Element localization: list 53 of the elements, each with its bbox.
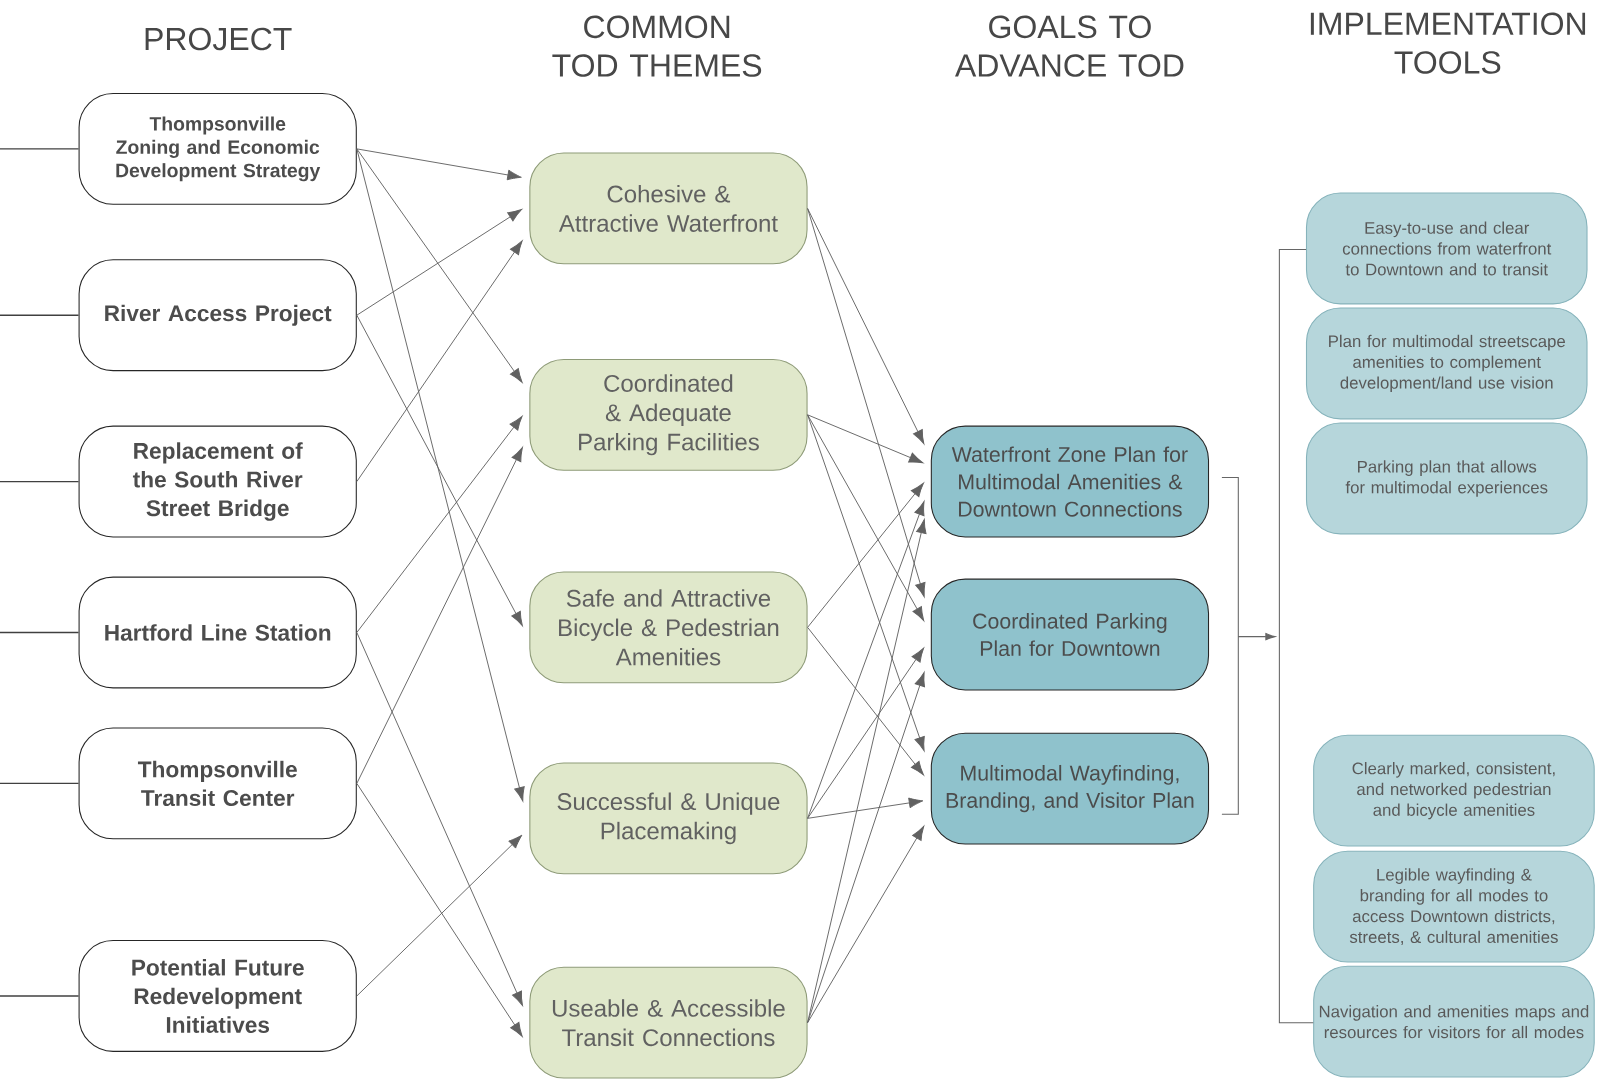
goal-box: Coordinated Parking Plan for Downtown — [930, 578, 1210, 691]
theme-box: Safe and Attractive Bicycle & Pedestrian Amenities — [529, 571, 808, 684]
arrow — [807, 414, 925, 622]
column-heading: PROJECT — [145, 27, 292, 51]
goal-box: Multimodal Wayfinding, Branding, and Visitor Plan — [930, 732, 1210, 845]
arrow — [807, 414, 924, 464]
arrow — [356, 632, 523, 1006]
theme-box: Coordinated & Adequate Parking Facilities — [529, 358, 808, 471]
arrow — [807, 671, 925, 1024]
arrow — [807, 500, 925, 819]
tool-box: Legible wayfinding & branding for all modes to access Downtown districts, streets, & cultural amenities — [1313, 850, 1595, 963]
tool-box: Parking plan that allows for multimodal experiences — [1305, 422, 1588, 535]
line — [0, 995, 80, 997]
line — [0, 148, 80, 150]
project-box: Replacement of the South River Street Bridge — [78, 425, 357, 538]
arrow — [356, 415, 523, 633]
tool-box: Plan for multimodal streetscape amenities to complement development/land use vision — [1305, 307, 1588, 420]
column-heading: IMPLEMENTATION TOOLS — [1310, 12, 1586, 74]
arrow — [356, 240, 523, 482]
arrow — [807, 482, 924, 628]
column-heading: GOALS TO ADVANCE TOD — [955, 15, 1184, 77]
arrow — [356, 782, 523, 1037]
project-box: Thompsonville Transit Center — [78, 727, 357, 840]
line — [0, 782, 80, 785]
tool-box: Clearly marked, consistent, and networked pedestrian and bicycle amenities — [1313, 734, 1595, 847]
arrow — [807, 207, 926, 598]
project-box: River Access Project — [78, 259, 357, 372]
arrow — [807, 647, 925, 819]
column-heading: COMMON TOD THEMES — [552, 15, 762, 77]
project-box: Potential Future Redevelopment Initiatives — [78, 940, 357, 1052]
arrow — [356, 446, 523, 784]
arrow — [807, 797, 924, 819]
arrow — [807, 519, 927, 1024]
arrow — [356, 148, 525, 802]
tool-box: Navigation and amenities maps and resources for visitors for all modes — [1313, 965, 1595, 1078]
tool-box: Easy-to-use and clear connections from waterfront to Downtown and to transit — [1305, 192, 1588, 305]
line — [0, 314, 80, 316]
line — [0, 631, 80, 634]
theme-box: Cohesive & Attractive Waterfront — [529, 152, 808, 265]
project-box: Thompsonville Zoning and Economic Development Strategy — [78, 92, 357, 205]
arrow — [356, 314, 523, 627]
project-box: Hartford Line Station — [78, 576, 357, 689]
arrow — [807, 626, 924, 776]
theme-box: Successful & Unique Placemaking — [529, 762, 808, 875]
arrow — [356, 834, 523, 997]
theme-box: Useable & Accessible Transit Connections — [529, 966, 808, 1079]
arrow — [356, 148, 523, 383]
arrow — [807, 825, 925, 1024]
line — [0, 480, 80, 483]
arrow — [356, 148, 522, 181]
goal-box: Waterfront Zone Plan for Multimodal Amenities & Downtown Connections — [930, 425, 1210, 538]
arrow — [807, 414, 925, 752]
arrow — [356, 209, 523, 316]
